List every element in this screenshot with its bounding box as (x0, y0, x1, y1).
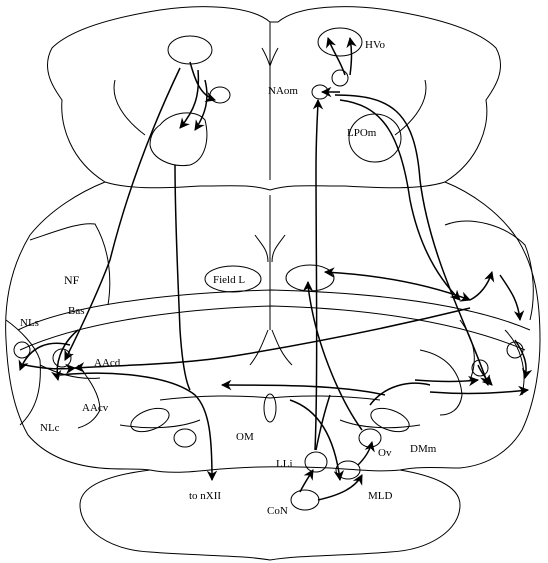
left-nif-nucleus (209, 86, 231, 104)
label-ov: Ov (378, 447, 392, 459)
con-nucleus (290, 489, 320, 511)
label-om: OM (236, 431, 254, 443)
brainstem-outline (79, 469, 461, 561)
label-lli: LLi (276, 458, 293, 470)
left-lateral-boundary (5, 319, 41, 426)
forebrain-middle-outline (5, 181, 541, 473)
path-naom-to-right-lateral (334, 94, 491, 386)
label-hvo: HVo (365, 39, 385, 51)
lli-nucleus (304, 451, 328, 473)
left-ra-nucleus (149, 112, 208, 167)
forebrain-upper-outline (47, 6, 501, 191)
midline-fork (254, 234, 286, 263)
dmm-region (370, 407, 410, 433)
right-curve-lower (419, 349, 463, 416)
path-hvo-up-1 (326, 37, 346, 76)
label-dmm: DMm (410, 443, 437, 455)
path-big-arc (73, 307, 471, 373)
right-inner-boundary-2 (504, 329, 525, 396)
path-center-to-mld (289, 399, 345, 482)
path-hvo-up-2 (346, 36, 357, 76)
label-lpom: LPOm (347, 127, 377, 139)
left-ov-region (130, 407, 170, 433)
label-con: CoN (267, 505, 288, 517)
right-small-nucleus-1 (506, 341, 524, 359)
nf-region-boundary (29, 223, 111, 306)
top-midline-v (261, 47, 279, 68)
path-down-left (194, 79, 208, 131)
right-small-nucleus-2 (471, 359, 489, 377)
path-ov-to-field (302, 280, 363, 431)
path-right-loop-4 (477, 364, 493, 386)
left-small-nucleus (13, 341, 31, 359)
om-right-arc (339, 419, 421, 429)
midline-lower-fork (249, 329, 293, 366)
path-left-horizontal (24, 363, 77, 375)
path-right-loop-1 (469, 270, 495, 301)
path-mld-to-ov (357, 440, 375, 466)
pathways (18, 36, 533, 501)
left-curve-lower (77, 364, 101, 429)
label-aacd: AAcd (94, 357, 121, 369)
path-om-right-curve (369, 382, 431, 406)
field-l-nucleus (204, 265, 262, 293)
path-hvc-to-ra (189, 61, 216, 102)
om-left-arc (119, 419, 201, 429)
path-left-to-nls (18, 342, 71, 371)
label-naom: NAom (268, 85, 298, 97)
label-bas: Bas (68, 305, 85, 317)
path-right-horizontal-2 (429, 385, 530, 397)
label-mld: MLD (368, 490, 393, 502)
path-ra-descending (174, 164, 191, 391)
label-nlc: NLc (40, 422, 60, 434)
midline-ellipse (263, 393, 277, 423)
path-field-l-to-right (323, 267, 471, 302)
left-small-nucleus-lower (173, 428, 197, 448)
path-right-horizontal-1 (414, 375, 480, 387)
path-om-leftward (220, 379, 386, 396)
path-hvc-to-x (179, 69, 200, 129)
naom-small-nucleus (331, 69, 349, 87)
labels: HVo NAom LPOm NF Field L Bas NLs AAcd AA… (20, 39, 437, 517)
path-con-to-mld (317, 474, 363, 501)
path-lli-up (315, 394, 331, 451)
path-to-nxii (59, 372, 218, 482)
nuclei (13, 27, 524, 511)
brain-outlines (5, 6, 541, 561)
path-left-to-aacd (64, 67, 181, 361)
right-inner-boundary-1 (459, 319, 475, 381)
om-boundary (159, 395, 381, 401)
right-lateral-boundary (444, 220, 534, 321)
right-field-l-nucleus (285, 264, 335, 292)
ov-nucleus (358, 428, 382, 448)
upper-right-inner-curve (394, 79, 427, 136)
label-field-l: Field L (213, 274, 245, 286)
path-left-bas-down (51, 329, 79, 382)
path-right-loop-3 (514, 339, 533, 380)
lamina-arc-lower (19, 305, 526, 351)
label-to-nxii: to nXII (189, 490, 221, 502)
label-nf: NF (64, 273, 80, 287)
left-hvc-nucleus (167, 35, 213, 65)
path-right-loop-2 (499, 274, 525, 322)
label-aacv: AAcv (82, 402, 109, 414)
hvo-nucleus (317, 27, 363, 57)
upper-left-inner-curve (113, 79, 146, 136)
path-con-to-lli (299, 469, 314, 493)
path-lli-ascending (312, 98, 324, 451)
label-nls: NLs (20, 317, 39, 329)
